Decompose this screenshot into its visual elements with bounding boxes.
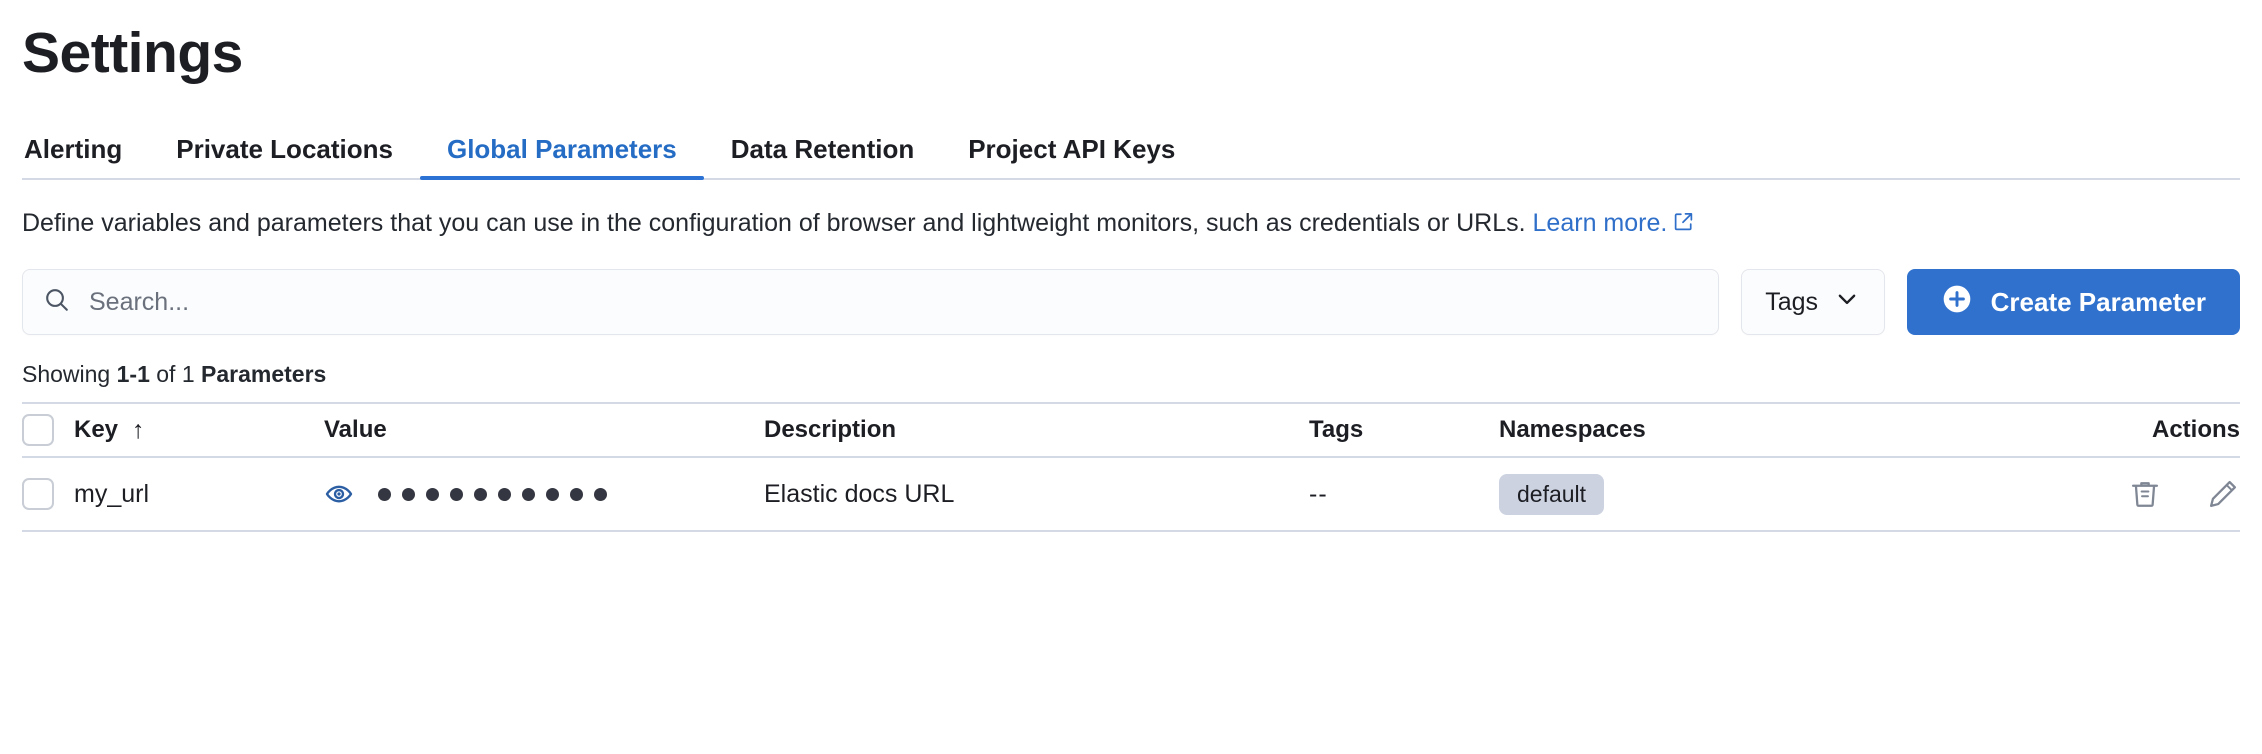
- showing-range: 1-1: [116, 361, 150, 388]
- results-count: Showing 1-1 of 1 Parameters: [22, 361, 2240, 388]
- tab-global-parameters[interactable]: Global Parameters: [419, 133, 704, 180]
- column-header-key-label: Key: [74, 416, 119, 444]
- create-parameter-button[interactable]: Create Parameter: [1906, 269, 2240, 336]
- tab-label: Data Retention: [730, 133, 915, 164]
- row-select-checkbox[interactable]: [22, 478, 54, 511]
- tags-filter-label: Tags: [1765, 287, 1819, 316]
- tab-data-retention[interactable]: Data Retention: [704, 136, 941, 178]
- showing-total: 1: [181, 361, 195, 388]
- plus-circle-icon: [1941, 283, 1973, 322]
- search-box[interactable]: [22, 269, 1719, 336]
- column-header-tags-label: Tags: [1309, 416, 1364, 444]
- row-tags-value: --: [1309, 479, 1328, 508]
- chevron-down-icon: [1834, 286, 1860, 319]
- tags-filter-button[interactable]: Tags: [1740, 269, 1885, 336]
- description-text: Define variables and parameters that you…: [22, 208, 1533, 237]
- column-header-description[interactable]: Description: [764, 416, 1309, 444]
- table-row: my_url Elastic docs URL: [22, 456, 2240, 533]
- learn-more-label: Learn more.: [1532, 208, 1668, 237]
- table-header-row: Key ↑ Value Description Tags Namespaces …: [22, 402, 2240, 456]
- column-header-key[interactable]: Key ↑: [74, 416, 324, 444]
- search-input[interactable]: [87, 286, 1698, 318]
- controls-row: Tags Create Parameter: [22, 269, 2240, 336]
- row-value-cell: [324, 479, 764, 509]
- showing-prefix: Showing: [22, 361, 117, 388]
- row-description-value: Elastic docs URL: [764, 479, 955, 508]
- tab-label: Alerting: [24, 133, 123, 164]
- column-header-actions-label: Actions: [2151, 416, 2240, 444]
- create-parameter-label: Create Parameter: [1990, 286, 2206, 317]
- eye-icon[interactable]: [324, 479, 354, 509]
- select-all-checkbox[interactable]: [22, 414, 54, 447]
- row-key-cell: my_url: [74, 480, 324, 509]
- column-header-value[interactable]: Value: [324, 416, 764, 444]
- page-description: Define variables and parameters that you…: [22, 206, 2202, 242]
- pencil-icon[interactable]: [2206, 477, 2240, 511]
- column-header-actions: Actions: [2020, 416, 2240, 444]
- row-namespaces-cell: default: [1499, 473, 2020, 515]
- column-header-namespaces-label: Namespaces: [1499, 416, 1646, 444]
- row-description-cell: Elastic docs URL: [764, 480, 1309, 509]
- page-title: Settings: [22, 21, 243, 85]
- masked-value: [378, 487, 607, 501]
- tab-label: Global Parameters: [446, 133, 677, 164]
- showing-entity: Parameters: [194, 361, 327, 388]
- tab-project-api-keys[interactable]: Project API Keys: [941, 136, 1202, 178]
- column-header-tags[interactable]: Tags: [1309, 416, 1499, 444]
- tab-bar: Alerting Private Locations Global Parame…: [22, 124, 2240, 180]
- showing-of: of: [149, 361, 182, 388]
- status-badge: default: [1499, 473, 1605, 515]
- search-icon: [43, 286, 71, 319]
- trash-icon[interactable]: [2128, 477, 2162, 511]
- row-select-cell: [22, 478, 74, 511]
- select-all-cell: [22, 414, 74, 447]
- tab-label: Private Locations: [176, 133, 393, 164]
- row-actions-cell: [2020, 477, 2240, 511]
- tab-label: Project API Keys: [968, 133, 1176, 164]
- row-key-value: my_url: [74, 479, 150, 508]
- column-header-namespaces[interactable]: Namespaces: [1499, 416, 2020, 444]
- row-tags-cell: --: [1309, 480, 1499, 509]
- parameters-table: Key ↑ Value Description Tags Namespaces …: [22, 402, 2240, 533]
- tab-alerting[interactable]: Alerting: [22, 136, 149, 178]
- external-link-icon: [1673, 207, 1694, 242]
- column-header-description-label: Description: [764, 416, 897, 444]
- column-header-value-label: Value: [324, 416, 387, 444]
- learn-more-link[interactable]: Learn more.: [1533, 209, 1695, 237]
- sort-ascending-icon: ↑: [132, 415, 145, 444]
- tab-private-locations[interactable]: Private Locations: [149, 136, 420, 178]
